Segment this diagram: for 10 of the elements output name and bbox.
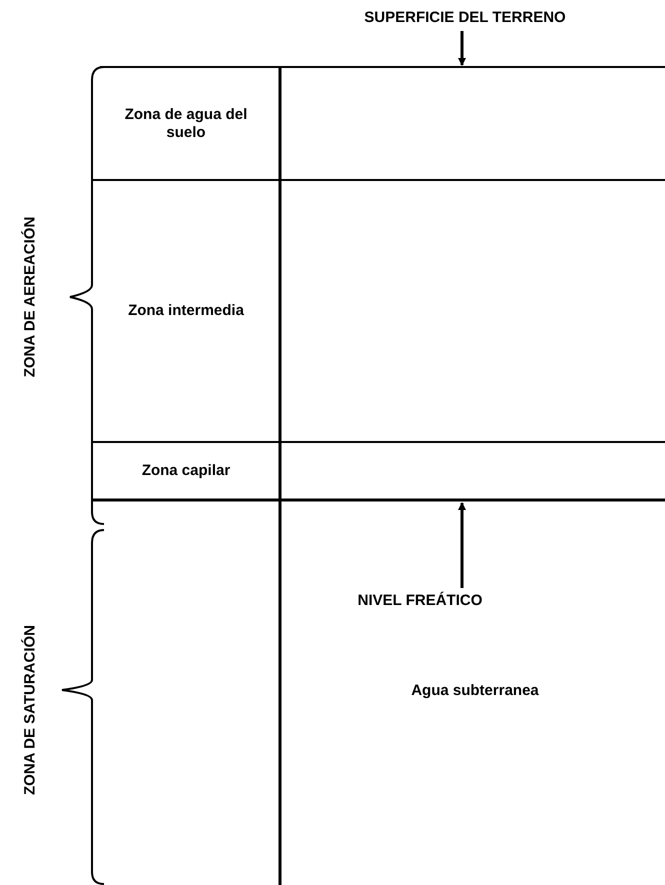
zone-label: Agua subterranea bbox=[411, 682, 539, 700]
zone-label: ZONA DE AEREACIÓN bbox=[22, 216, 38, 378]
zone-label: Zona capilar bbox=[142, 462, 230, 480]
surface-label: SUPERFICIE DEL TERRENO bbox=[364, 9, 566, 27]
zone-label: Zona de agua del suelo bbox=[124, 106, 248, 142]
zone-label: ZONA DE SATURACIÓN bbox=[22, 625, 38, 795]
water-table-label: NIVEL FREÁTICO bbox=[358, 592, 482, 610]
zone-label: Zona intermedia bbox=[128, 302, 244, 320]
arrow bbox=[458, 502, 466, 588]
arrow bbox=[458, 31, 466, 66]
